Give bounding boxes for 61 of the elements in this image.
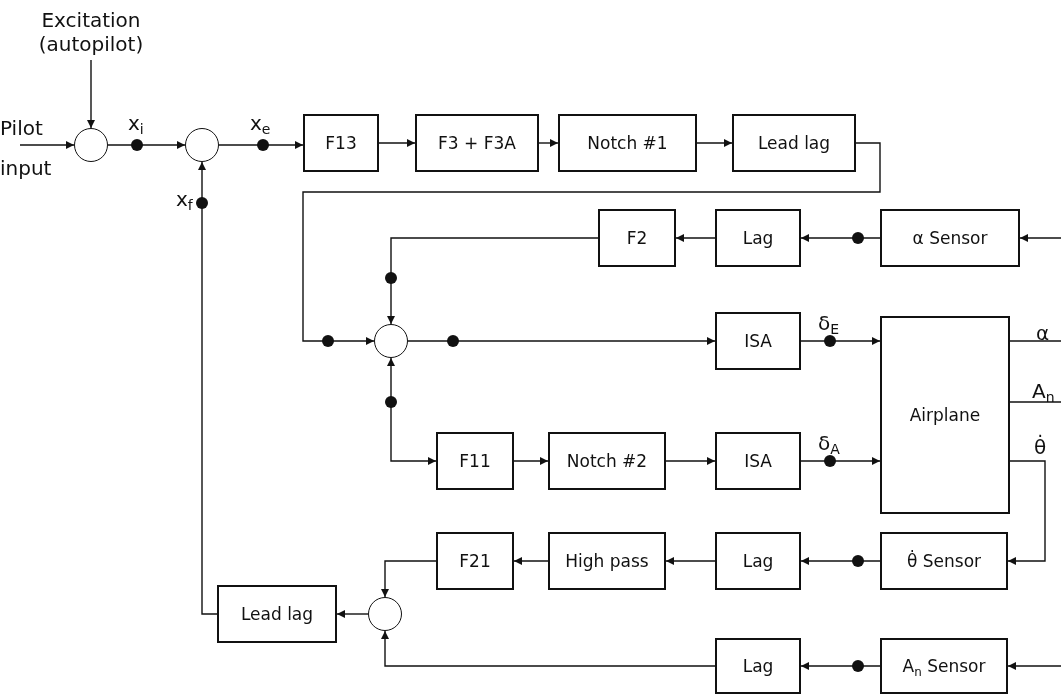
summing-junction — [368, 597, 402, 631]
block: Notch #1 — [558, 114, 697, 172]
edge-label: θ̇ — [1034, 436, 1047, 458]
arrow — [665, 557, 716, 565]
arrow — [1019, 234, 1061, 242]
summing-junction — [374, 324, 408, 358]
arrow — [1007, 460, 1046, 565]
block: High pass — [548, 532, 666, 590]
edge-label: x$_{f}$ — [176, 188, 193, 210]
edge-label: δ$_{A}$ — [818, 432, 840, 454]
arrow — [107, 141, 186, 149]
block: ISA — [715, 312, 801, 370]
arrow — [336, 610, 369, 618]
edge-label: A$_{n}$ — [1032, 380, 1055, 402]
arrow — [800, 557, 881, 565]
summing-junction — [74, 128, 108, 162]
arrow — [800, 457, 881, 465]
block: Lead lag — [217, 585, 337, 643]
block: ISA — [715, 432, 801, 490]
block: F2 — [598, 209, 676, 267]
block: A$_{n}$ Sensor — [880, 638, 1008, 694]
block: F13 — [303, 114, 379, 172]
arrow — [378, 139, 416, 147]
arrow — [302, 142, 881, 345]
arrow — [87, 59, 95, 129]
block: Lag — [715, 209, 801, 267]
arrow — [675, 234, 716, 242]
block: F3 + F3A — [415, 114, 539, 172]
block: θ̇ Sensor — [880, 532, 1008, 590]
arrow — [198, 161, 218, 615]
edge-label: δ$_{E}$ — [818, 312, 840, 334]
arrow — [381, 560, 437, 598]
edge-label: x$_{i}$ — [128, 112, 144, 134]
arrow — [381, 630, 716, 667]
arrow — [665, 457, 716, 465]
arrow — [800, 662, 881, 670]
block: Lag — [715, 532, 801, 590]
edge-label: α — [1036, 322, 1050, 344]
arrow — [218, 141, 304, 149]
arrow — [513, 457, 549, 465]
arrow — [387, 357, 437, 465]
input-label: Excitation (autopilot) — [35, 4, 147, 60]
arrow — [696, 139, 733, 147]
block: Notch #2 — [548, 432, 666, 490]
arrow — [407, 337, 716, 345]
arrow — [19, 141, 75, 149]
block: Lead lag — [732, 114, 856, 172]
edge-label: x$_{e}$ — [250, 112, 271, 134]
block: F11 — [436, 432, 514, 490]
arrow — [538, 139, 559, 147]
block: α Sensor — [880, 209, 1020, 267]
arrow — [513, 557, 549, 565]
block: F21 — [436, 532, 514, 590]
arrow — [800, 234, 881, 242]
edge-label: Pilot input — [0, 115, 53, 182]
block: Lag — [715, 638, 801, 694]
arrow — [387, 237, 599, 325]
arrow — [800, 337, 881, 345]
plant-block: Airplane — [880, 316, 1010, 514]
summing-junction — [185, 128, 219, 162]
arrow — [1007, 662, 1061, 670]
